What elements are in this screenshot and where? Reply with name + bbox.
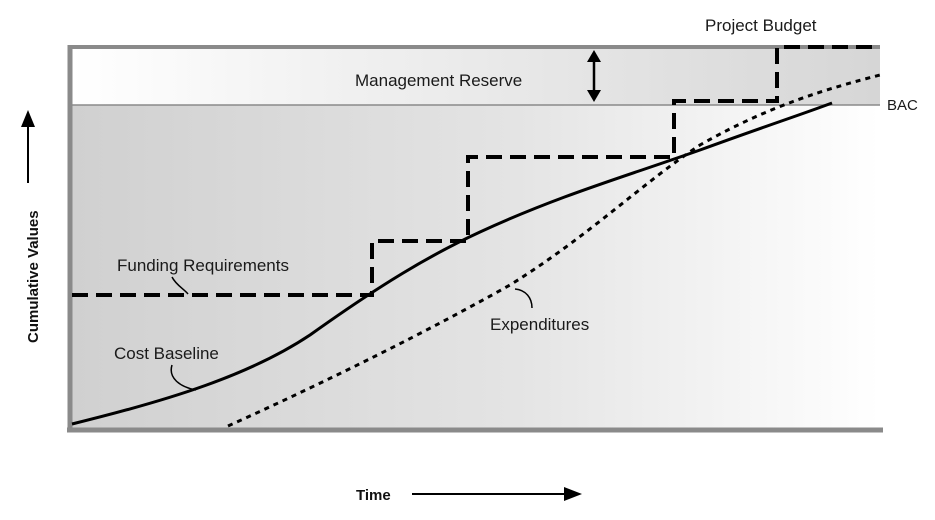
cost-baseline-label: Cost Baseline: [114, 344, 219, 363]
expenditures-label: Expenditures: [490, 315, 589, 334]
cost-baseline-curve: [71, 101, 833, 426]
management-reserve-label: Management Reserve: [355, 71, 522, 90]
management-reserve-arrow: [587, 50, 601, 102]
x-axis-title: Time: [356, 487, 391, 504]
expenditures-leader: [514, 288, 533, 309]
bac-label: BAC: [887, 97, 918, 114]
funding-requirements-line: [72, 45, 880, 297]
plot-area: [70, 105, 880, 430]
funding-requirements-leader: [171, 276, 189, 295]
x-axis-arrow: [412, 487, 582, 501]
expenditures-curve: [227, 73, 881, 428]
y-axis-arrow: [21, 110, 35, 183]
management-reserve-band: [70, 47, 880, 105]
project-budget-label: Project Budget: [705, 16, 817, 35]
funding-requirements-label: Funding Requirements: [117, 256, 289, 275]
y-axis-title: Cumulative Values: [25, 210, 42, 343]
cost-baseline-leader: [170, 364, 197, 391]
